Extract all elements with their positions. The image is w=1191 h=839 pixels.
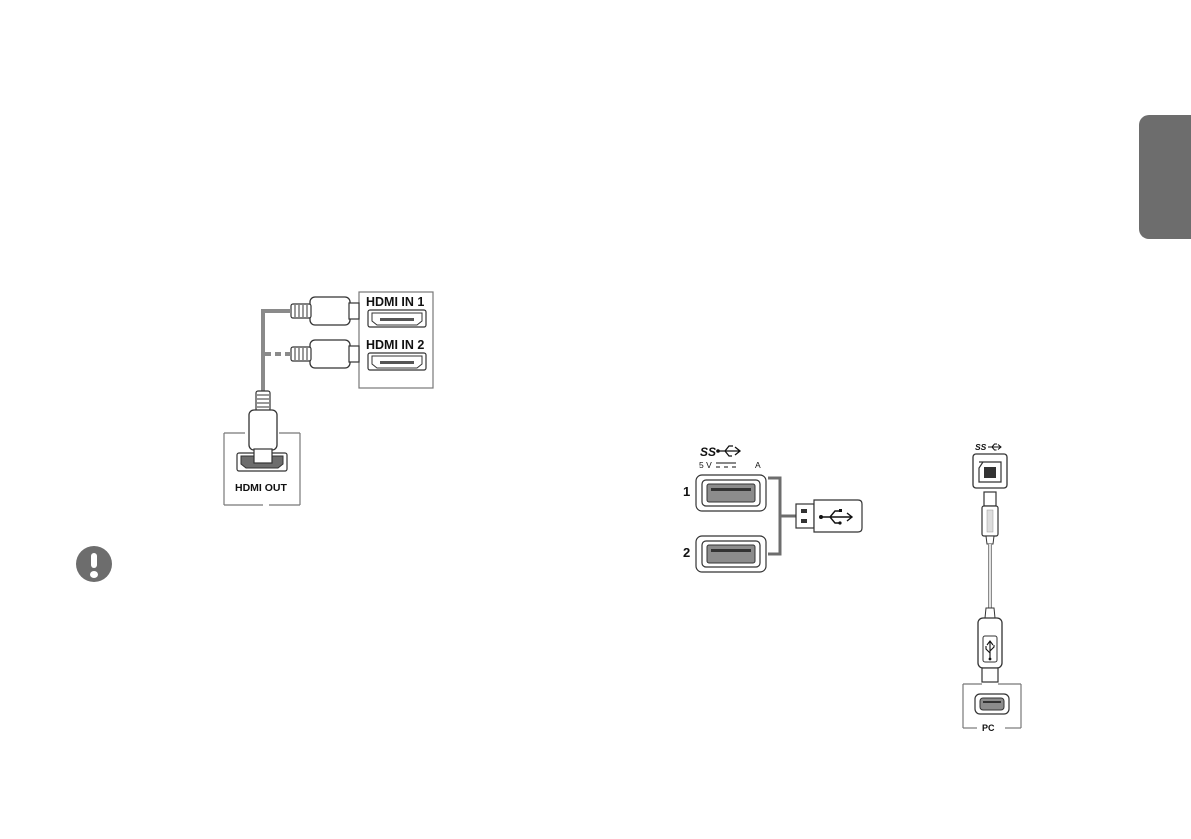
superspeed-usb-icon: SS xyxy=(975,442,1001,452)
ss-logo-text: SS xyxy=(700,445,716,459)
hdmi-connection-diagram: HDMI IN 1 HDMI IN 2 xyxy=(215,285,445,510)
usb-port-2 xyxy=(696,536,766,572)
hdmi-in-2-label: HDMI IN 2 xyxy=(366,338,424,352)
notice-exclamation-icon xyxy=(76,546,112,582)
usb-port-2-number: 2 xyxy=(683,545,690,560)
superspeed-usb-icon: SS xyxy=(700,445,740,459)
hdmi-in-2-port xyxy=(368,353,426,370)
pc-usb-port xyxy=(975,694,1009,714)
power-amps-label: A xyxy=(755,460,761,470)
pc-label: PC xyxy=(982,723,995,733)
hdmi-cable-plug-source xyxy=(249,391,277,463)
hdmi-cable-plug-2 xyxy=(291,340,359,368)
hdmi-in-1-port xyxy=(368,310,426,327)
usb-b-plug xyxy=(982,492,998,544)
usb-port-1-number: 1 xyxy=(683,484,690,499)
hdmi-cable-plug-1 xyxy=(291,297,359,325)
usb-downstream-diagram: SS 5 V A 1 2 xyxy=(680,442,880,582)
hdmi-out-label: HDMI OUT xyxy=(235,482,287,494)
usb-b-port xyxy=(973,454,1007,488)
dc-symbol xyxy=(716,463,736,467)
port-bracket xyxy=(768,478,796,554)
hdmi-in-1-label: HDMI IN 1 xyxy=(366,295,424,309)
usb-upstream-diagram: SS PC xyxy=(955,440,1035,732)
power-volts-label: 5 V xyxy=(699,460,712,470)
language-tab xyxy=(1139,115,1191,239)
usb-port-1 xyxy=(696,475,766,511)
usb-device-plug xyxy=(796,500,862,532)
ss-logo-text-upstream: SS xyxy=(975,442,987,452)
